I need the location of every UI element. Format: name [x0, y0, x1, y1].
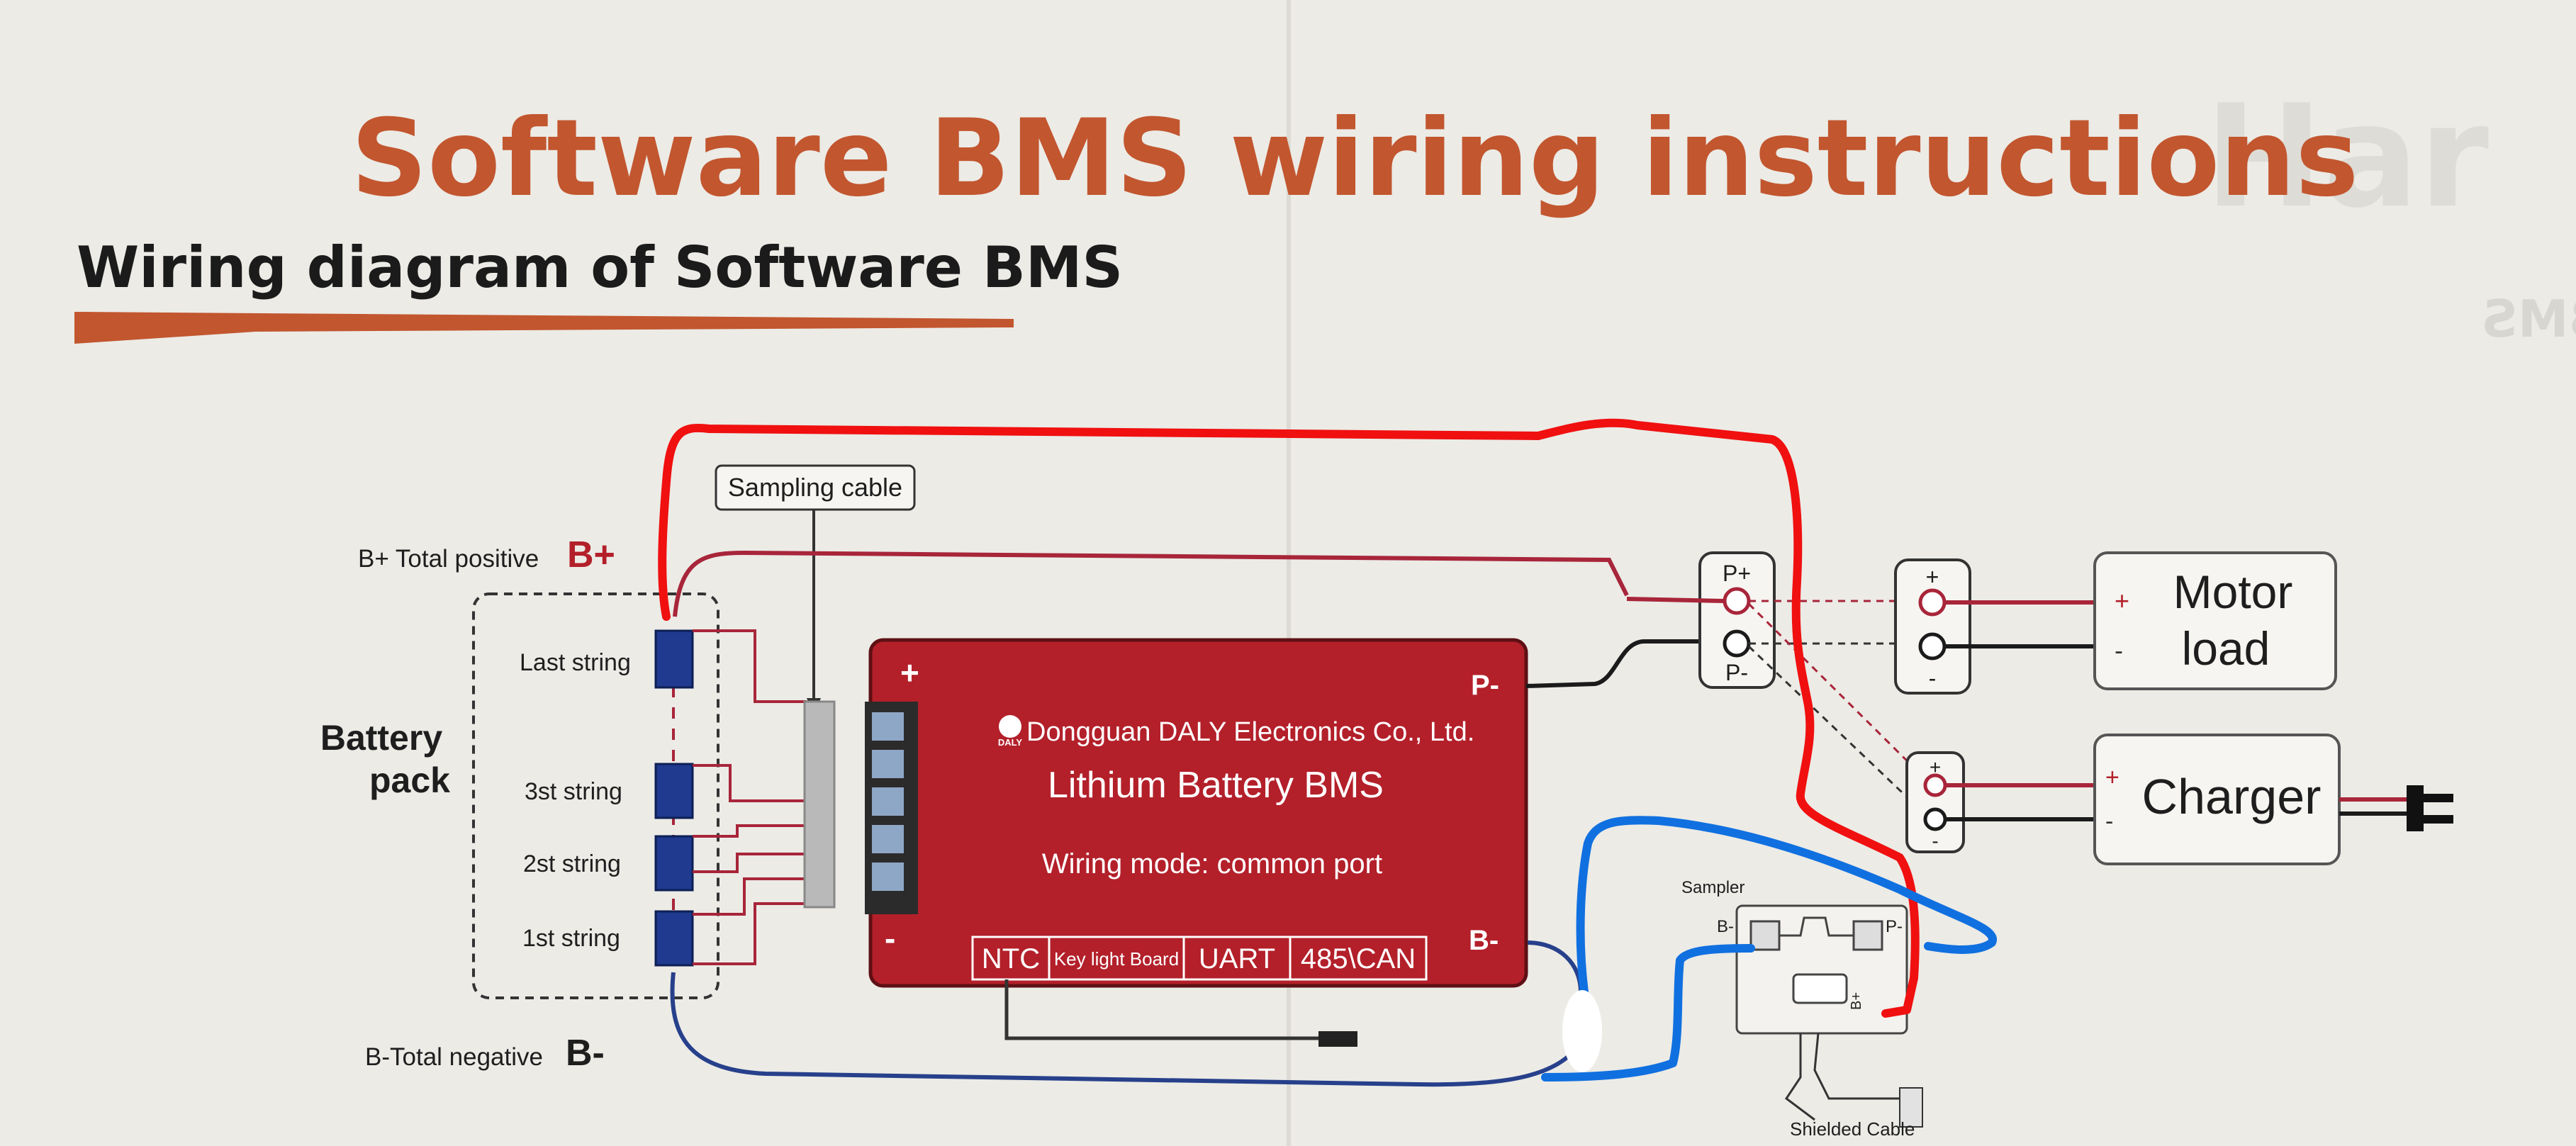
battery-pack-outline	[472, 592, 719, 999]
cell-2st-string	[654, 835, 694, 892]
bms-p-minus: P-	[1471, 670, 1499, 701]
motor-connector-minus: -	[1929, 665, 1937, 691]
string-2-label: 2st string	[523, 850, 621, 877]
charger-connector-plus: +	[1930, 756, 1941, 778]
sampling-cable-label: Sampling cable	[728, 473, 902, 502]
balance-connector	[803, 700, 836, 909]
ghost-subtitle: Wiring diagram of Hardware BMS	[2481, 289, 2576, 349]
subtitle: Wiring diagram of Software BMS	[77, 235, 1123, 300]
cell-3st-string	[654, 763, 694, 819]
ntc-probe-cable	[1004, 979, 1318, 1040]
hand-drawn-red-wire	[658, 418, 1920, 1018]
sampler-b-minus: B-	[1717, 917, 1734, 936]
battery-pack-label-line2: pack	[369, 760, 450, 800]
terminal-p-minus: P-	[1725, 660, 1748, 685]
bms-minus-sign: -	[885, 920, 895, 957]
bms-pin-4	[872, 825, 904, 853]
motor-load-box	[2093, 551, 2337, 690]
daly-logo-text: DALY	[998, 737, 1023, 748]
string-1-label: 1st string	[522, 925, 620, 952]
bms-plus-sign: +	[900, 654, 919, 691]
plug-body	[2407, 785, 2424, 831]
sampler-title: Sampler	[1681, 878, 1745, 897]
output-dashed-links	[1747, 600, 1931, 820]
balance-wires	[693, 629, 807, 965]
b-plus-description: B+ Total positive	[358, 545, 539, 573]
b-plus-main-wire	[673, 550, 1629, 617]
charger-plus: +	[2105, 764, 2119, 791]
terminal-p-plus: P+	[1723, 561, 1751, 586]
b-plus-label: B+	[567, 534, 615, 575]
hand-drawn-blue-wire-lower	[1541, 944, 1755, 1082]
port-uart: UART	[1199, 943, 1275, 974]
motor-connector	[1894, 558, 1971, 695]
output-terminal-block	[1698, 551, 1776, 689]
daly-logo-mark	[999, 715, 1021, 738]
bms-company: Dongguan DALY Electronics Co., Ltd.	[1026, 717, 1474, 747]
motor-load-line2: load	[2182, 622, 2270, 675]
port-ntc: NTC	[982, 943, 1040, 974]
plug-prong-1	[2424, 794, 2453, 802]
charger-minus-post	[1923, 807, 1947, 831]
p-plus-feed-wire	[1626, 597, 1725, 603]
sampler-socket	[1792, 973, 1848, 1004]
plug-prong-2	[2424, 815, 2453, 824]
ghost-title-fragment: Har	[2205, 74, 2489, 240]
port-key-light-board: Key light Board	[1054, 948, 1179, 970]
bms-pin-2	[872, 750, 904, 778]
ntc-probe-tip	[1318, 1031, 1357, 1047]
terminal-p-plus-post	[1723, 587, 1751, 615]
hand-drawn-blue-wire-upper	[1576, 816, 1997, 996]
motor-plus-post	[1918, 588, 1947, 617]
last-string-label: Last string	[520, 649, 631, 676]
battery-pack-label-line1: Battery	[320, 718, 442, 758]
shielded-cable-connector	[1899, 1087, 1923, 1128]
cell-last-string	[654, 629, 694, 689]
sampler-p-minus-terminal	[1852, 920, 1883, 951]
string-3-label: 3st string	[525, 778, 622, 805]
bms-wiring-mode: Wiring mode: common port	[1042, 848, 1382, 880]
page-title: Software BMS wiring instructions	[351, 97, 2359, 220]
b-minus-main-wire	[670, 940, 1583, 1087]
bms-b-minus: B-	[1469, 925, 1499, 956]
bms-pin-3	[872, 787, 904, 816]
subtitle-underline	[74, 312, 1014, 344]
charger-plus-post	[1923, 773, 1947, 797]
shielded-cable-label: Shielded Cable	[1790, 1118, 1915, 1140]
bms-board	[868, 638, 1528, 988]
b-minus-label: B-	[566, 1033, 605, 1074]
motor-connector-plus: +	[1926, 564, 1939, 590]
bms-pin-5	[872, 863, 904, 891]
bms-product-name: Lithium Battery BMS	[1048, 765, 1384, 806]
motor-load-minus: -	[2115, 636, 2123, 665]
charger-connector-minus: -	[1932, 830, 1938, 852]
motor-load-line1: Motor	[2173, 566, 2293, 618]
charger-label: Charger	[2142, 769, 2322, 824]
charger-minus: -	[2105, 808, 2113, 835]
cell-1st-string	[654, 910, 694, 967]
port-485-can: 485\CAN	[1301, 943, 1416, 974]
charger-connector	[1905, 751, 1965, 853]
terminal-p-minus-post	[1723, 629, 1751, 658]
b-minus-description: B-Total negative	[365, 1043, 543, 1071]
p-minus-wire	[1525, 639, 1701, 688]
motor-load-plus: +	[2115, 586, 2129, 615]
sampler-b-minus-terminal	[1749, 920, 1781, 951]
shielded-cable	[1784, 1033, 1900, 1121]
sampler-shunt	[1779, 916, 1854, 937]
sampler-b-plus: B+	[1849, 992, 1864, 1010]
sampler-p-minus: P-	[1886, 917, 1903, 936]
motor-minus-post	[1918, 632, 1947, 661]
white-correction-mark	[1562, 990, 1602, 1072]
bms-pin-1	[872, 712, 904, 741]
